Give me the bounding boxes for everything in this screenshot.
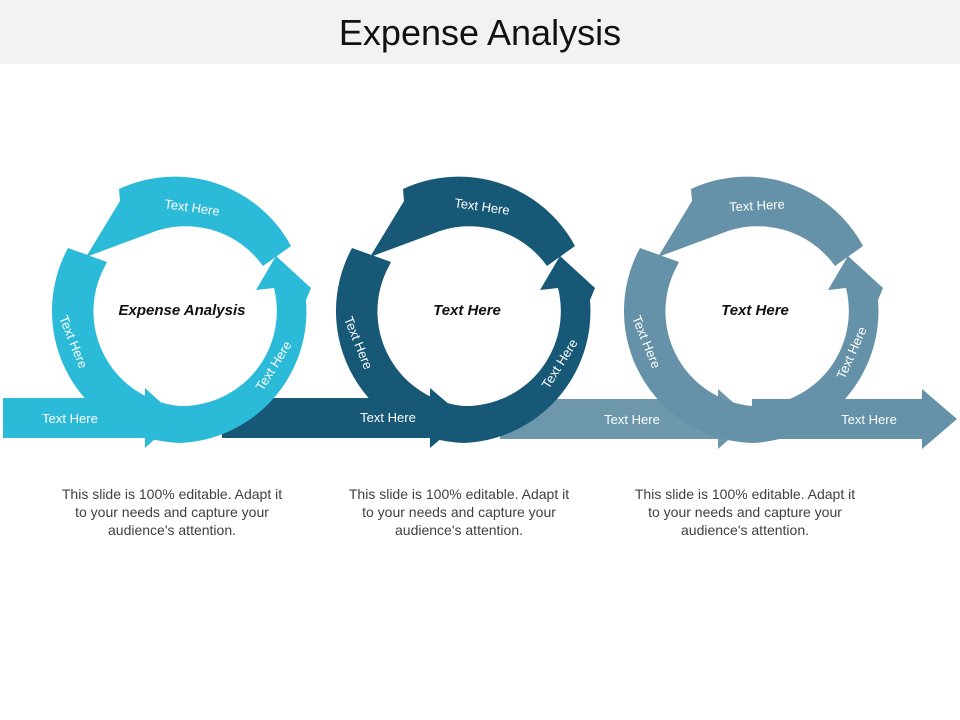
cycle3-bar-label: Text Here — [604, 412, 660, 427]
cycle3-ring — [623, 176, 883, 443]
cycle2-center-text: Text Here — [433, 302, 501, 319]
cycle1-center-text: Expense Analysis — [118, 302, 245, 319]
cycle2-description: This slide is 100% editable. Adapt it to… — [348, 486, 570, 538]
cycle1-top-arrow — [86, 176, 291, 266]
cycle3-description: This slide is 100% editable. Adapt it to… — [634, 486, 856, 538]
cycle2-ring — [335, 176, 595, 443]
cycle1-bar-label: Text Here — [42, 411, 98, 426]
cycle1-ring — [51, 176, 311, 443]
final-bar-label: Text Here — [841, 412, 897, 427]
cycle3-center-text: Text Here — [721, 302, 789, 319]
cycle2-top-arrow — [370, 176, 575, 266]
cycle3-top-label: Text Here — [729, 197, 785, 215]
cycle3-left-arrow — [623, 248, 752, 443]
cycle1-right-arrow — [180, 256, 311, 443]
page-title: Expense Analysis — [338, 12, 622, 53]
cycle3-top-arrow — [658, 176, 863, 266]
cycle1-left-arrow — [51, 248, 181, 443]
cycle2-bar-label: Text Here — [360, 410, 416, 425]
cycle3-right-arrow — [752, 256, 883, 443]
cycle2-right-arrow — [464, 256, 595, 443]
cycle1-description: This slide is 100% editable. Adapt it to… — [61, 486, 283, 538]
title-bar: Expense Analysis — [0, 0, 960, 64]
cycle2-left-arrow — [335, 248, 464, 443]
